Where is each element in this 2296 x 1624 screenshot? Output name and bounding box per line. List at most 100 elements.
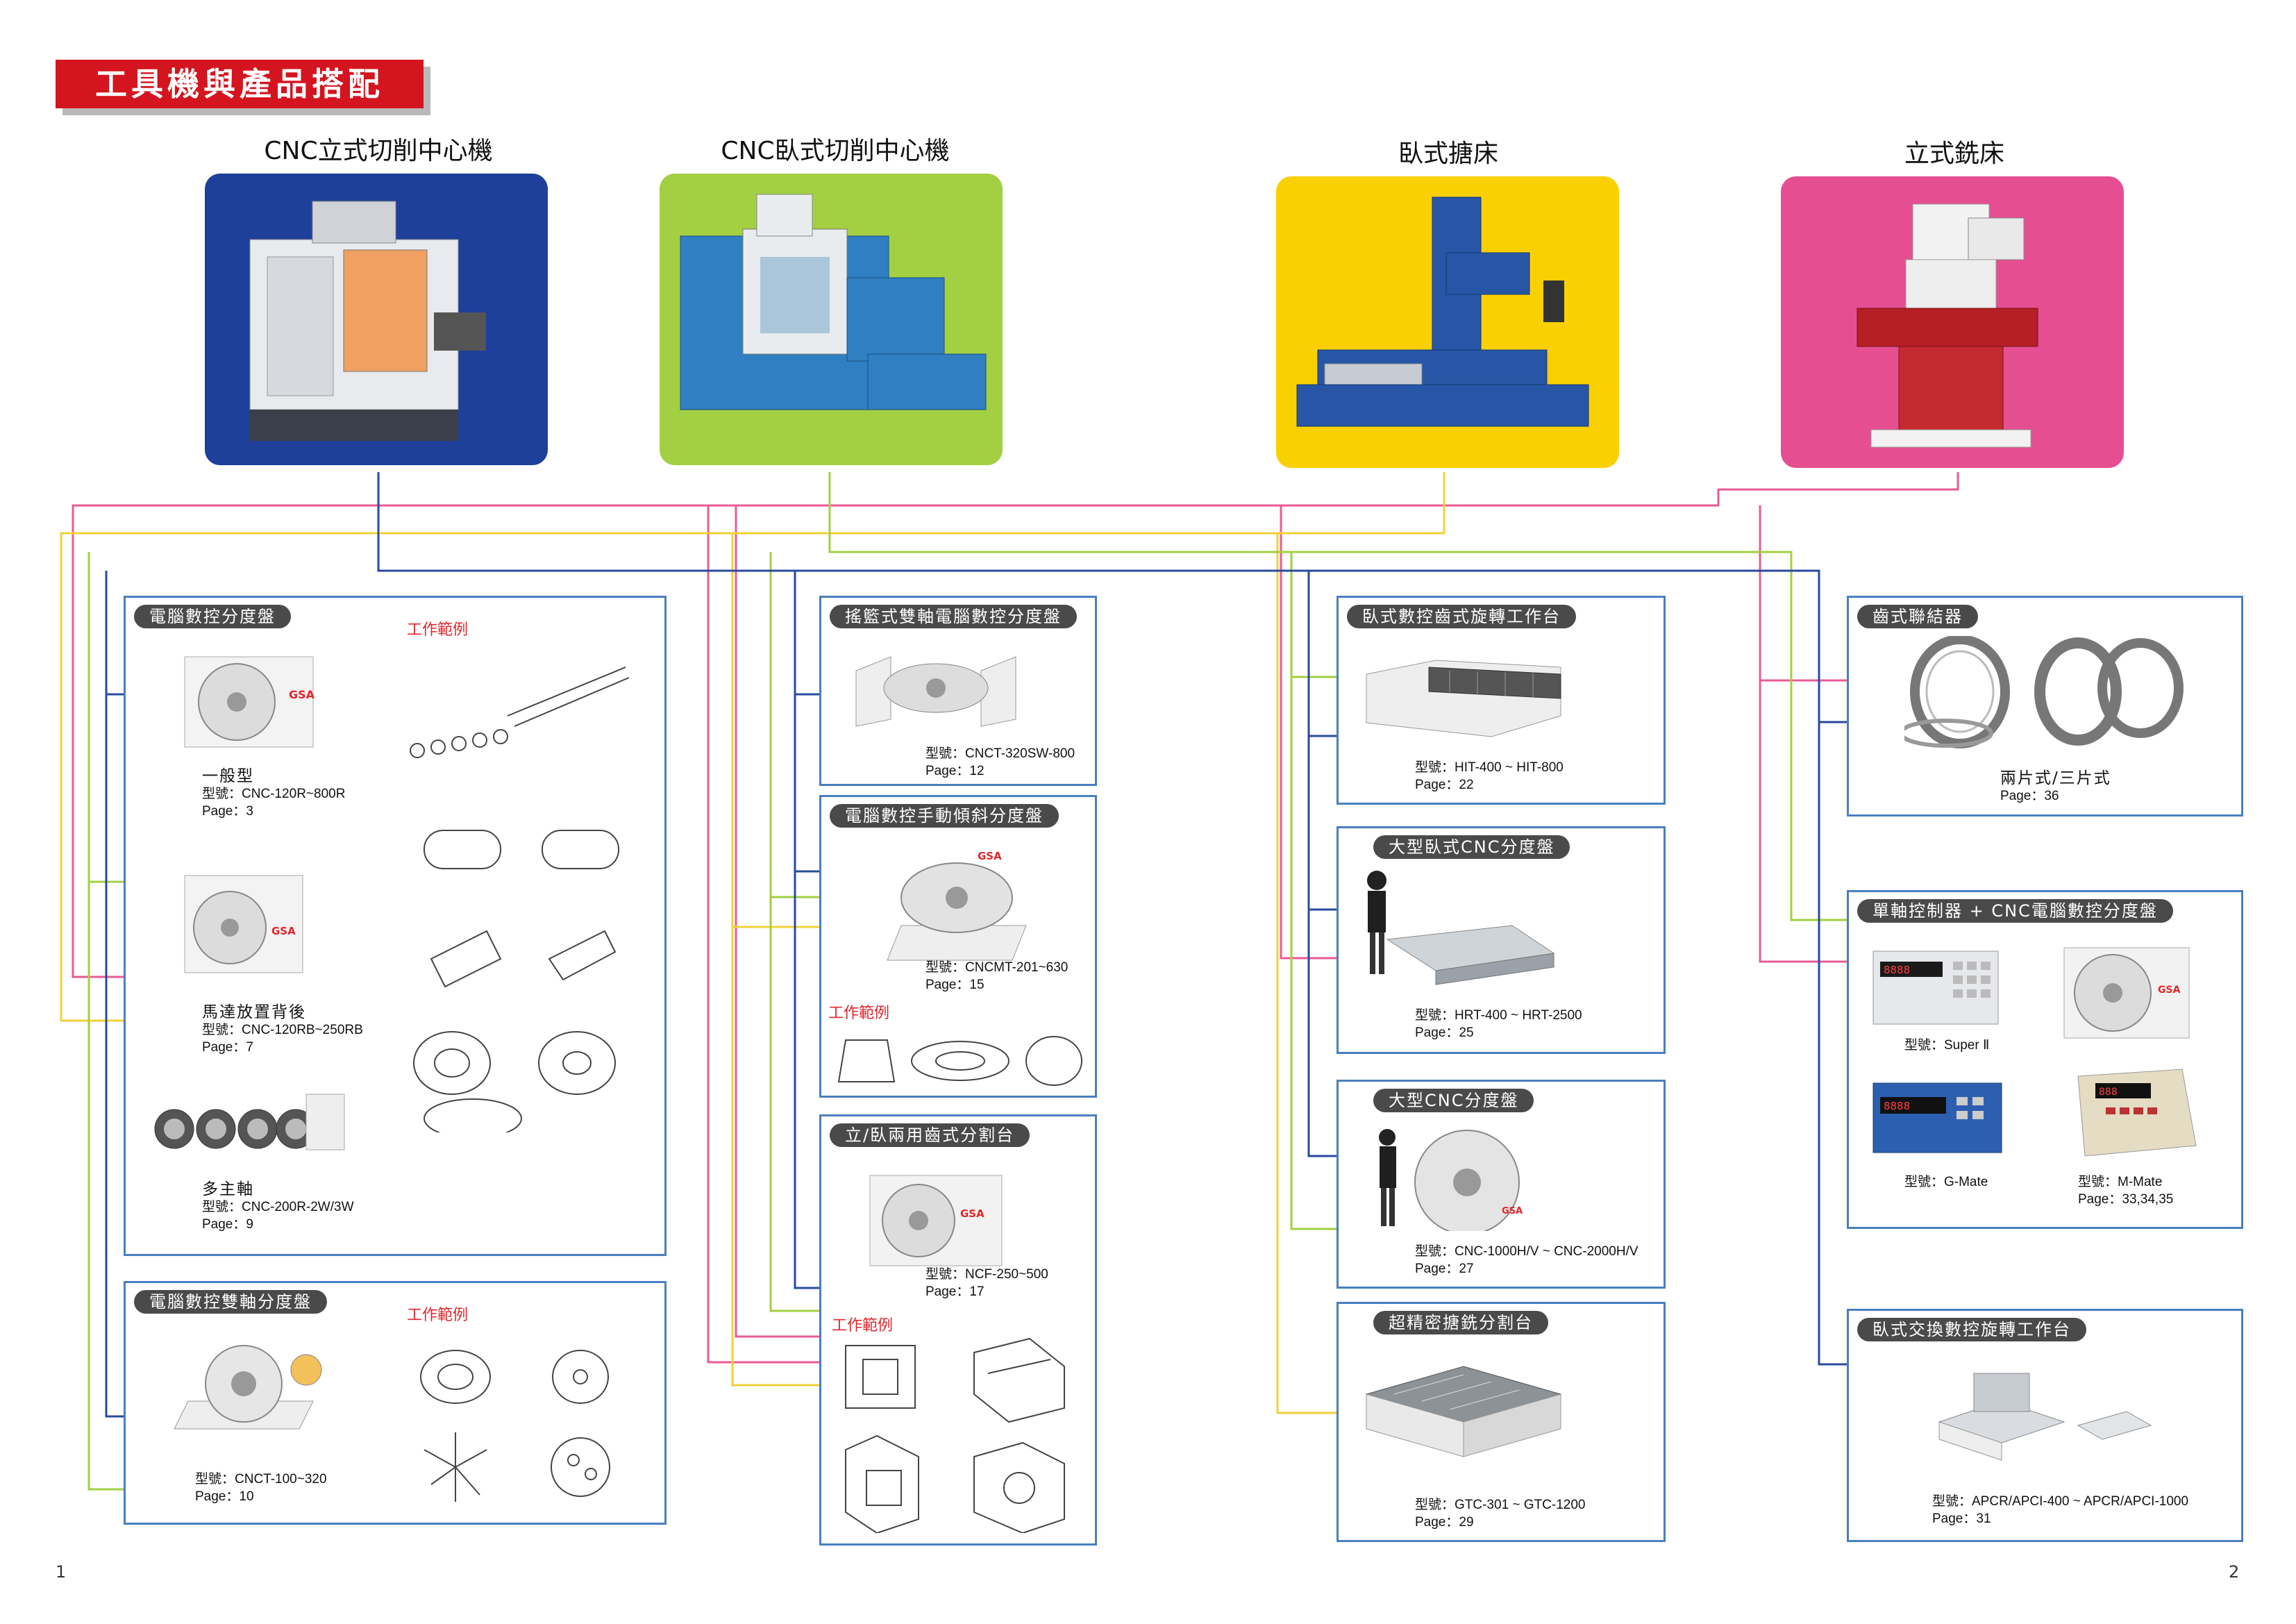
rotary-table-motor-back-icon: GSA xyxy=(184,875,303,973)
item-model: 型號：CNC-120RB~250RB xyxy=(202,1023,363,1037)
machine-title-horizontal-cnc: CNC臥式切削中心機 xyxy=(721,137,950,165)
item-caption: 型號：NCF-250~500 Page：17 xyxy=(925,1266,1048,1300)
item-page: Page：17 xyxy=(925,1284,984,1299)
large-table-with-person-icon xyxy=(1367,871,1555,985)
milling-machine-icon xyxy=(1857,203,2038,448)
rotary-table-icon: GSA xyxy=(184,656,315,748)
item-page: Page：22 xyxy=(1415,778,1474,792)
panel-pallet-changer: 臥式交換數控旋轉工作台 型號：APCR/APCI-400 ~ APCR/APCI… xyxy=(1847,1309,2243,1542)
tilting-table-icon: GSA xyxy=(887,850,1027,961)
panel-manual-tilting: 電腦數控手動傾斜分度盤 GSA 型號：CNCMT-201~630 Page：15… xyxy=(819,795,1097,1098)
panel-large-cnc: 大型CNC分度盤 GSA 型號：CNC-1000H/V ~ CNC-2000H/… xyxy=(1336,1080,1666,1289)
machine-photo-horizontal-boring xyxy=(1276,176,1619,468)
panel-tooth-coupling: 齒式聯結器 兩片式/三片式 Page：36 xyxy=(1847,596,2243,817)
panel-two-axis-rotary-table: 電腦數控雙軸分度盤 工作範例 型號：CNCT-100~320 Page：10 xyxy=(124,1281,667,1525)
item-page: Page：12 xyxy=(925,764,984,778)
item-model: 型號：CNCT-320SW-800 xyxy=(925,746,1075,761)
precision-table-icon xyxy=(1365,1366,1562,1457)
item-model: 型號：HIT-400 ~ HIT-800 xyxy=(1415,760,1564,775)
machine-photo-vertical-milling xyxy=(1781,176,2124,468)
panel-cnc-rotary-table: 電腦數控分度盤 工作範例 GSA 一般型 型號：CNC-120R~800R Pa… xyxy=(124,596,667,1256)
svg-text:8888: 8888 xyxy=(1884,964,1910,976)
item-page: Page：10 xyxy=(195,1489,254,1504)
page-number-left: 1 xyxy=(56,1562,67,1582)
svg-text:GSA: GSA xyxy=(960,1207,984,1220)
pink-connector xyxy=(72,472,1959,1364)
item-page: Page：7 xyxy=(202,1040,253,1055)
item-model: 型號：M-Mate xyxy=(2078,1175,2163,1189)
item-name: 馬達放置背後 xyxy=(202,1003,306,1021)
item-caption: 型號：CNCT-320SW-800 Page：12 xyxy=(925,745,1075,780)
item-page: Page：33,34,35 xyxy=(2078,1192,2174,1207)
boring-machine-icon xyxy=(1296,196,1589,427)
item-model: 型號：GTC-301 ~ GTC-1200 xyxy=(1415,1498,1586,1512)
item-caption: 型號：HRT-400 ~ HRT-2500 Page：25 xyxy=(1415,1007,1582,1041)
svg-text:GSA: GSA xyxy=(978,850,1002,862)
panel-title: 電腦數控分度盤 xyxy=(134,605,291,628)
panel-title: 電腦數控雙軸分度盤 xyxy=(134,1290,327,1314)
item-model: 型號：NCF-250~500 xyxy=(925,1267,1048,1282)
item-caption-motor-back: 馬達放置背後 型號：CNC-120RB~250RB Page：7 xyxy=(202,1004,363,1056)
work-examples-label: 工作範例 xyxy=(407,1307,469,1324)
panel-precision-boring-indexer: 超精密搪銑分割台 型號：GTC-301 ~ GTC-1200 Page：29 xyxy=(1336,1302,1666,1542)
svg-text:GSA: GSA xyxy=(1502,1206,1523,1216)
section-banner: 工具機與產品搭配 xyxy=(56,60,424,108)
panel-vertical-horizontal-indexer: 立/臥兩用齒式分割台 GSA 型號：NCF-250~500 Page：17 工作… xyxy=(819,1114,1097,1546)
item-caption: 型號：HIT-400 ~ HIT-800 Page：22 xyxy=(1415,759,1564,794)
two-axis-table-icon xyxy=(174,1345,322,1430)
item-caption-mmate: 型號：M-Mate Page：33,34,35 xyxy=(2078,1173,2173,1208)
workpiece-examples-icon xyxy=(420,1350,610,1502)
item-model: 型號：CNC-200R-2W/3W xyxy=(202,1200,354,1214)
panel-title: 大型CNC分度盤 xyxy=(1373,1089,1534,1112)
item-caption: 型號：CNCT-100~320 Page：10 xyxy=(195,1471,327,1505)
panel-title: 超精密搪銑分割台 xyxy=(1373,1311,1548,1334)
machine-photo-vertical-cnc xyxy=(205,174,548,465)
workpiece-examples-icon xyxy=(837,1036,1082,1086)
item-model: 型號：CNCT-100~320 xyxy=(195,1472,327,1487)
controller-super-icon: 8888 xyxy=(1872,951,1999,1025)
panel-horizontal-tooth-table: 臥式數控齒式旋轉工作台 型號：HIT-400 ~ HIT-800 Page：22 xyxy=(1336,596,1666,805)
item-page: Page：36 xyxy=(2000,789,2059,803)
item-page: Page：31 xyxy=(1932,1512,1991,1526)
machine-title-vertical-cnc: CNC立式切削中心機 xyxy=(264,137,493,165)
page-number-right: 2 xyxy=(2229,1562,2240,1582)
indexer-icon: GSA xyxy=(869,1175,1003,1266)
vertical-cnc-machine-icon xyxy=(249,201,486,441)
item-caption-general: 一般型 型號：CNC-120R~800R Page：3 xyxy=(202,768,345,820)
item-caption-multi-spindle: 多主軸 型號：CNC-200R-2W/3W Page：9 xyxy=(202,1181,354,1233)
item-model: 型號：CNC-1000H/V ~ CNC-2000H/V xyxy=(1415,1244,1639,1259)
cnc-rotary-table-icon: GSA xyxy=(2063,947,2190,1039)
work-examples-label: 工作範例 xyxy=(832,1317,894,1334)
machine-title-horizontal-boring: 臥式搪床 xyxy=(1398,140,1498,168)
item-caption: 型號：APCR/APCI-400 ~ APCR/APCI-1000 Page：3… xyxy=(1932,1493,2188,1527)
item-name: 多主軸 xyxy=(202,1180,254,1198)
item-page: Page：3 xyxy=(202,804,253,819)
large-cnc-table-icon: GSA xyxy=(1379,1129,1523,1231)
panel-title: 立/臥兩用齒式分割台 xyxy=(830,1123,1030,1147)
work-examples-label: 工作範例 xyxy=(407,621,469,639)
item-caption: 型號：CNC-1000H/V ~ CNC-2000H/V Page：27 xyxy=(1415,1243,1639,1278)
controller-gmate-icon: 8888 xyxy=(1872,1082,2002,1153)
svg-text:888: 888 xyxy=(2099,1087,2118,1098)
panel-title: 大型臥式CNC分度盤 xyxy=(1373,835,1570,859)
panel-cradle-two-axis: 搖籃式雙軸電腦數控分度盤 型號：CNCT-320SW-800 Page：12 xyxy=(819,596,1097,786)
work-examples-label: 工作範例 xyxy=(828,1005,890,1022)
horizontal-cnc-machine-icon xyxy=(680,194,987,410)
item-model: 型號：Super Ⅱ xyxy=(1904,1038,1990,1053)
item-model: 型號：HRT-400 ~ HRT-2500 xyxy=(1415,1008,1582,1023)
item-caption-super: 型號：Super Ⅱ xyxy=(1904,1037,1989,1054)
panel-title: 電腦數控手動傾斜分度盤 xyxy=(830,804,1059,828)
item-name: 一般型 xyxy=(202,767,254,785)
panel-controllers: 單軸控制器 + CNC電腦數控分度盤 8888 GSA 型號：Super Ⅱ 8… xyxy=(1847,890,2243,1229)
banner-title: 工具機與產品搭配 xyxy=(95,65,384,103)
item-page: Page：25 xyxy=(1415,1026,1474,1040)
item-page: Page：9 xyxy=(202,1217,253,1232)
item-page: Page：15 xyxy=(925,978,984,992)
panel-title: 齒式聯結器 xyxy=(1857,605,1978,628)
item-model: 型號：APCR/APCI-400 ~ APCR/APCI-1000 xyxy=(1932,1494,2189,1509)
blue-connector xyxy=(105,472,1847,1418)
item-model: 型號：G-Mate xyxy=(1904,1175,1988,1189)
item-name: 兩片式/三片式 xyxy=(2000,769,2111,787)
item-caption: 型號：CNCMT-201~630 Page：15 xyxy=(925,959,1068,994)
